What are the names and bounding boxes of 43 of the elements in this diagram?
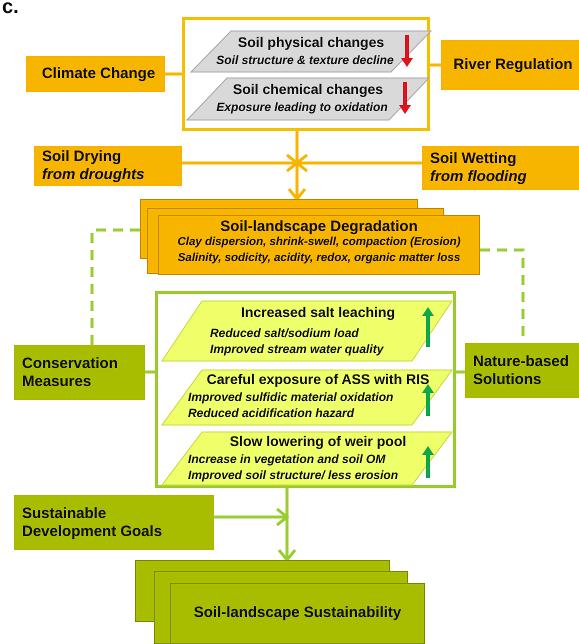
node-text: River Regulation — [453, 56, 573, 74]
node-text: Nature-based Solutions — [473, 352, 570, 388]
node-subtitle: Salinity, sodicity, acidity, redox, organic matter loss — [176, 251, 462, 266]
process-box — [34, 146, 182, 186]
connector-line — [165, 72, 182, 76]
node-text: Soil Drying — [42, 148, 122, 166]
panel-label: c. — [2, 0, 19, 19]
node-heading: Increased salt leaching — [240, 303, 396, 321]
process-box — [465, 343, 579, 398]
arrow — [278, 488, 296, 562]
node-subtitle: Exposure leading to oxidation — [215, 99, 389, 115]
connector-line — [430, 64, 441, 66]
node-text: from droughts — [42, 166, 146, 184]
node-text: Soil Wetting — [430, 150, 518, 168]
node-heading: Soil physical changes — [236, 33, 386, 51]
process-box — [14, 495, 214, 550]
node-text: Sustainable Development Goals — [22, 504, 164, 540]
node-text: Climate Change — [42, 65, 156, 83]
node-heading: Slow lowering of weir pool — [228, 432, 408, 450]
group-frame — [182, 17, 430, 131]
process-box — [422, 146, 579, 190]
node-subtitle: Soil structure & texture decline — [215, 52, 395, 68]
node-heading: Soil-landscape Degradation — [219, 217, 419, 236]
arrow — [214, 508, 288, 526]
node-subtitle: Improved sulfidic material oxidation Reduced acidification hazard — [188, 389, 394, 421]
node-heading: Soil chemical changes — [232, 80, 384, 98]
arrow — [182, 154, 298, 172]
connector-line — [90, 228, 140, 345]
node-text: Conservation Measures — [22, 354, 119, 390]
group-frame — [155, 291, 456, 488]
arrow — [296, 154, 422, 172]
arrow — [288, 131, 306, 200]
connector-line — [456, 370, 465, 374]
node-subtitle: Reduced salt/sodium load Improved stream water quality — [210, 325, 385, 357]
process-box — [14, 345, 145, 400]
process-box — [26, 56, 165, 92]
node-heading: Careful exposure of ASS with RIS — [206, 370, 430, 388]
process-box — [441, 40, 579, 90]
node-text: from flooding — [430, 168, 528, 186]
node-heading: Soil-landscape Sustainability — [192, 603, 402, 622]
connector-line — [145, 370, 155, 374]
node-subtitle: Increase in vegetation and soil OM Improved soil structure/ less erosion — [188, 451, 400, 483]
node-subtitle: Clay dispersion, shrink-swell, compaction (Erosion) — [176, 235, 462, 250]
